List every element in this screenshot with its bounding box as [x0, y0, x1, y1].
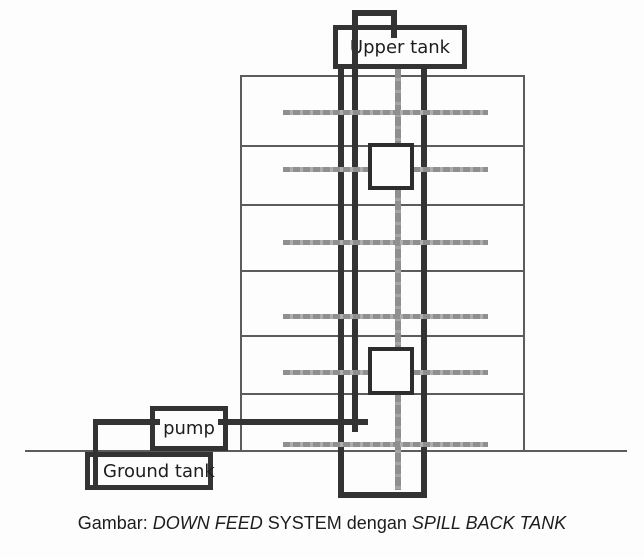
- distribution-pipe-vertical: [395, 69, 401, 490]
- pipe-shaft-bottom: [338, 492, 427, 498]
- floor-line: [240, 335, 525, 337]
- ground-tank-label: Ground tank: [103, 460, 215, 482]
- down-feed-pipe-right: [421, 69, 427, 498]
- caption-italic-down-feed: DOWN FEED: [152, 513, 263, 533]
- ground-line: [25, 450, 627, 452]
- pump: pump: [150, 406, 228, 451]
- caption: Gambar: DOWN FEED SYSTEM dengan SPILL BA…: [0, 513, 644, 534]
- riser-loop-top-pipe: [352, 10, 397, 16]
- floor-line: [240, 270, 525, 272]
- caption-prefix: Gambar:: [77, 513, 153, 533]
- caption-middle: SYSTEM dengan: [262, 513, 412, 533]
- floor-line: [240, 204, 525, 206]
- spill-back-tank-lower: [368, 347, 414, 395]
- ground-tank: Ground tank: [85, 452, 215, 490]
- riser-pipe: [352, 10, 358, 432]
- floor-branch-pipe: [283, 240, 488, 245]
- caption-italic-spill-back: SPILL BACK TANK: [411, 513, 567, 533]
- floor-branch-pipe: [283, 314, 488, 319]
- pump-label: pump: [160, 418, 218, 439]
- floor-branch-pipe: [283, 442, 488, 447]
- building-outline: [240, 75, 525, 452]
- down-feed-pipe-left: [338, 69, 344, 498]
- upper-tank-label: Upper tank: [349, 36, 451, 58]
- suction-pipe: [93, 419, 98, 487]
- spill-back-tank-upper: [368, 143, 414, 190]
- floor-branch-pipe: [283, 110, 488, 115]
- pump-discharge-pipe: [93, 419, 368, 425]
- riser-discharge-pipe: [391, 10, 397, 38]
